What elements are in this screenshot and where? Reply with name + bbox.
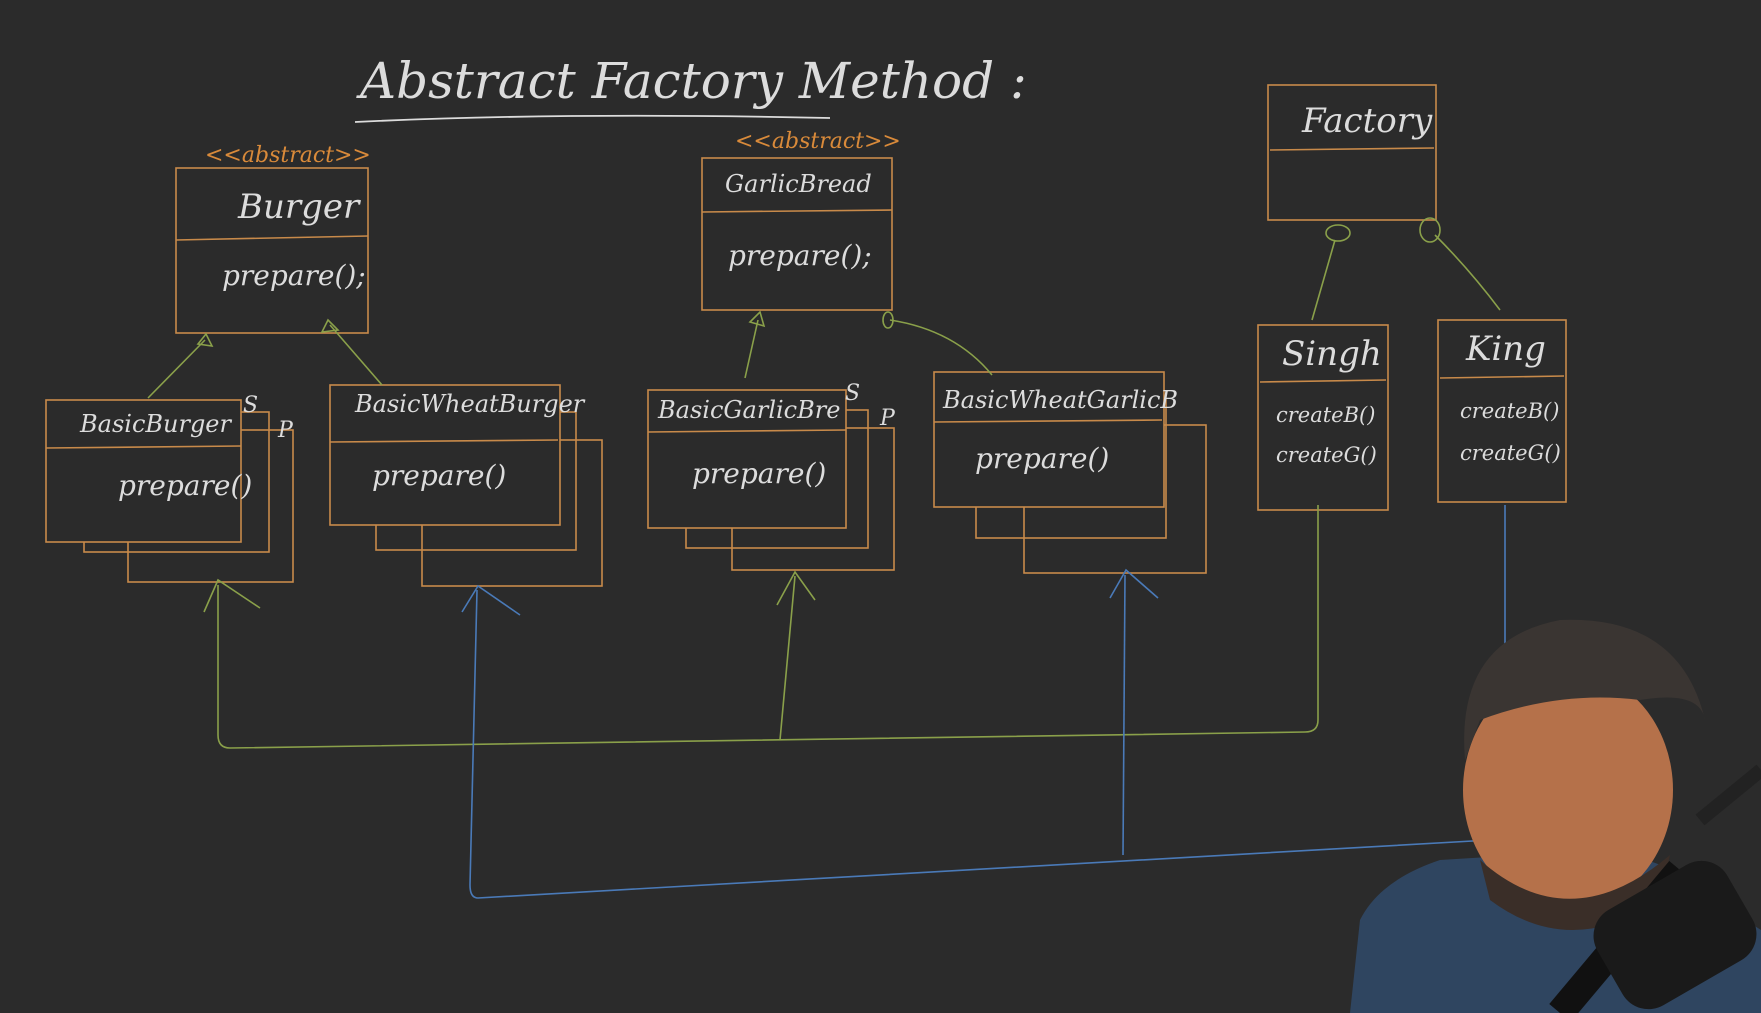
title-underline [354,114,831,123]
tag-s-garlic: S [845,381,860,406]
inheritance-arrows [147,217,1501,399]
method-basic-wheat-garlic-prepare: prepare() [975,442,1109,475]
tag-s-burger: S [243,393,258,418]
class-name-garlic-bread: GarlicBread [725,170,872,198]
singh-creates-arrows [203,505,1319,749]
diagram-title: Abstract Factory Method : [356,52,1027,110]
burger-stereotype: <<abstract>> [205,143,371,168]
method-king-createg: createG() [1460,441,1561,465]
class-box-king: King createB() createG() [1437,319,1567,503]
class-box-basic-wheat-burger: BasicWheatBurger prepare() [329,384,603,587]
method-basic-wheat-burger-prepare: prepare() [372,459,506,492]
class-name-factory: Factory [1301,101,1433,141]
class-name-basic-burger: BasicBurger [79,410,233,438]
method-basic-garlic-prepare: prepare() [692,457,826,490]
class-box-singh: Singh createB() createG() [1257,324,1389,511]
class-box-garlic-bread: GarlicBread prepare(); [701,157,893,311]
class-box-factory: Factory [1267,84,1437,221]
method-singh-createb: createB() [1276,403,1375,427]
class-box-basic-garlic-bread: BasicGarlicBre prepare() [647,389,895,571]
class-name-basic-wheat-burger: BasicWheatBurger [354,390,586,418]
class-name-singh: Singh [1282,334,1382,374]
class-name-king: King [1465,329,1546,369]
class-name-burger: Burger [237,187,361,227]
method-garlic-prepare: prepare(); [728,239,872,272]
class-name-basic-wheat-garlic: BasicWheatGarlicB [942,386,1178,414]
method-basic-burger-prepare: prepare() [118,469,252,502]
method-burger-prepare: prepare(); [222,259,366,292]
garlic-stereotype: <<abstract>> [735,129,901,154]
king-creates-arrows [461,505,1506,899]
class-box-burger: Burger prepare(); [175,167,369,334]
class-box-basic-wheat-garlic: BasicWheatGarlicB prepare() [933,371,1207,574]
method-king-createb: createB() [1460,399,1559,423]
tag-p-burger: P [277,418,294,443]
microphone-icon [1549,764,1761,1013]
class-box-basic-burger: BasicBurger prepare() [45,399,294,583]
class-name-basic-garlic-bread: BasicGarlicBre [657,396,840,424]
method-singh-createg: createG() [1276,443,1377,467]
tag-p-garlic: P [879,406,896,431]
